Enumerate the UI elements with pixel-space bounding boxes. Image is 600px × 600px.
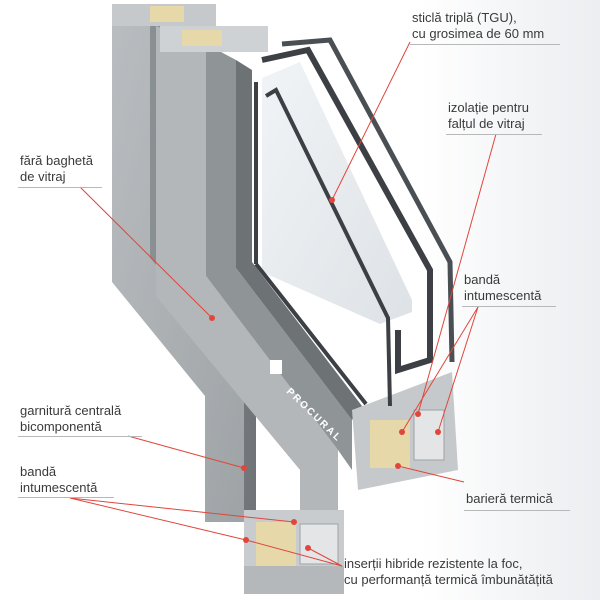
glass-edge-2 xyxy=(281,37,455,363)
label-rebate-insulation-line1: izolație pentru xyxy=(448,100,529,115)
label-no-bead-line2: de vitraj xyxy=(20,169,66,184)
label-intumescent-upper: bandă intumescentă xyxy=(464,272,541,304)
underline-triple-glazing xyxy=(410,44,560,45)
callout-line-intumescent-upper-2 xyxy=(437,306,479,433)
label-no-bead: fără baghetă de vitraj xyxy=(20,153,93,185)
label-intumescent-upper-line2: intumescentă xyxy=(464,288,542,303)
callout-dots xyxy=(209,197,441,551)
label-no-bead-line1: fără baghetă xyxy=(20,153,94,168)
callout-dot-no-bead xyxy=(209,315,215,321)
label-triple-glazing-line2: cu grosimea de 60 mm xyxy=(412,26,545,41)
callout-dot-intumescent-lower-2 xyxy=(291,519,297,525)
callout-dot-central-gasket xyxy=(241,465,247,471)
glass-edge-3 xyxy=(264,87,392,407)
callout-dot-rebate-insulation xyxy=(415,411,421,417)
outer-frame-face xyxy=(112,12,244,522)
label-thermal-barrier: barieră termică xyxy=(466,491,553,507)
callout-line-hybrid-inserts-1 xyxy=(245,539,343,567)
underline-intumescent-lower xyxy=(18,497,114,498)
top-profile-insert xyxy=(150,6,184,22)
underline-central-gasket xyxy=(18,436,142,437)
callout-line-triple-glazing xyxy=(331,41,411,201)
sash-face xyxy=(156,26,338,516)
label-hybrid-inserts: inserții hibride rezistente la foc, cu p… xyxy=(344,556,553,588)
right-profile-chamber xyxy=(370,420,410,468)
label-hybrid-inserts-line1: inserții hibride rezistente la foc, xyxy=(344,556,523,571)
label-hybrid-inserts-line2: cu performanță termică îmbunătățită xyxy=(344,572,553,587)
callout-line-rebate-insulation xyxy=(417,133,497,415)
glass-edge-5 xyxy=(254,262,368,406)
brand-mark xyxy=(270,360,282,374)
underline-thermal-barrier xyxy=(464,510,570,511)
callout-line-thermal-barrier xyxy=(397,465,465,483)
bottom-profile-base xyxy=(244,566,344,594)
callout-line-intumescent-upper-1 xyxy=(401,306,479,433)
underline-intumescent-upper xyxy=(462,306,556,307)
label-intumescent-lower-line1: bandă xyxy=(20,464,57,479)
callout-line-central-gasket xyxy=(127,435,245,469)
callout-line-no-bead xyxy=(79,186,213,319)
label-intumescent-lower: bandă intumescentă xyxy=(20,464,97,496)
callout-dot-intumescent-upper-2 xyxy=(435,429,441,435)
sash-inner-rail xyxy=(206,44,352,470)
glass-pane xyxy=(262,62,412,324)
top-profile-insert-2 xyxy=(182,30,222,46)
label-rebate-insulation: izolație pentru falțul de vitraj xyxy=(448,100,529,132)
callout-dot-intumescent-lower-1 xyxy=(243,537,249,543)
callout-dot-intumescent-upper-1 xyxy=(399,429,405,435)
label-central-gasket-line2: bicomponentă xyxy=(20,419,102,434)
callout-dot-thermal-barrier xyxy=(395,463,401,469)
callout-dot-hybrid-inserts xyxy=(305,545,311,551)
label-intumescent-upper-line1: bandă xyxy=(464,272,501,287)
callout-line-intumescent-lower-1 xyxy=(69,497,247,541)
right-profile-chamber-2 xyxy=(413,409,445,461)
label-thermal-barrier-line1: barieră termică xyxy=(466,491,553,506)
underline-rebate-insulation xyxy=(446,134,542,135)
glass-edge-1 xyxy=(261,46,433,375)
label-rebate-insulation-line2: falțul de vitraj xyxy=(448,116,525,131)
label-triple-glazing-line1: sticlă triplă (TGU), xyxy=(412,10,517,25)
callout-line-intumescent-lower-2 xyxy=(69,497,295,523)
underline-no-bead xyxy=(18,187,102,188)
bottom-profile-chamber-2 xyxy=(299,523,339,565)
label-intumescent-lower-line2: intumescentă xyxy=(20,480,98,495)
label-central-gasket: garnitură centrală bicomponentă xyxy=(20,403,121,435)
callout-dot-triple-glazing xyxy=(329,197,335,203)
sash-inner-rail-2 xyxy=(236,60,362,420)
label-central-gasket-line1: garnitură centrală xyxy=(20,403,122,418)
callout-line-hybrid-inserts-2 xyxy=(307,547,343,567)
callout-lines xyxy=(69,41,497,567)
label-triple-glazing: sticlă triplă (TGU), cu grosimea de 60 m… xyxy=(412,10,544,42)
